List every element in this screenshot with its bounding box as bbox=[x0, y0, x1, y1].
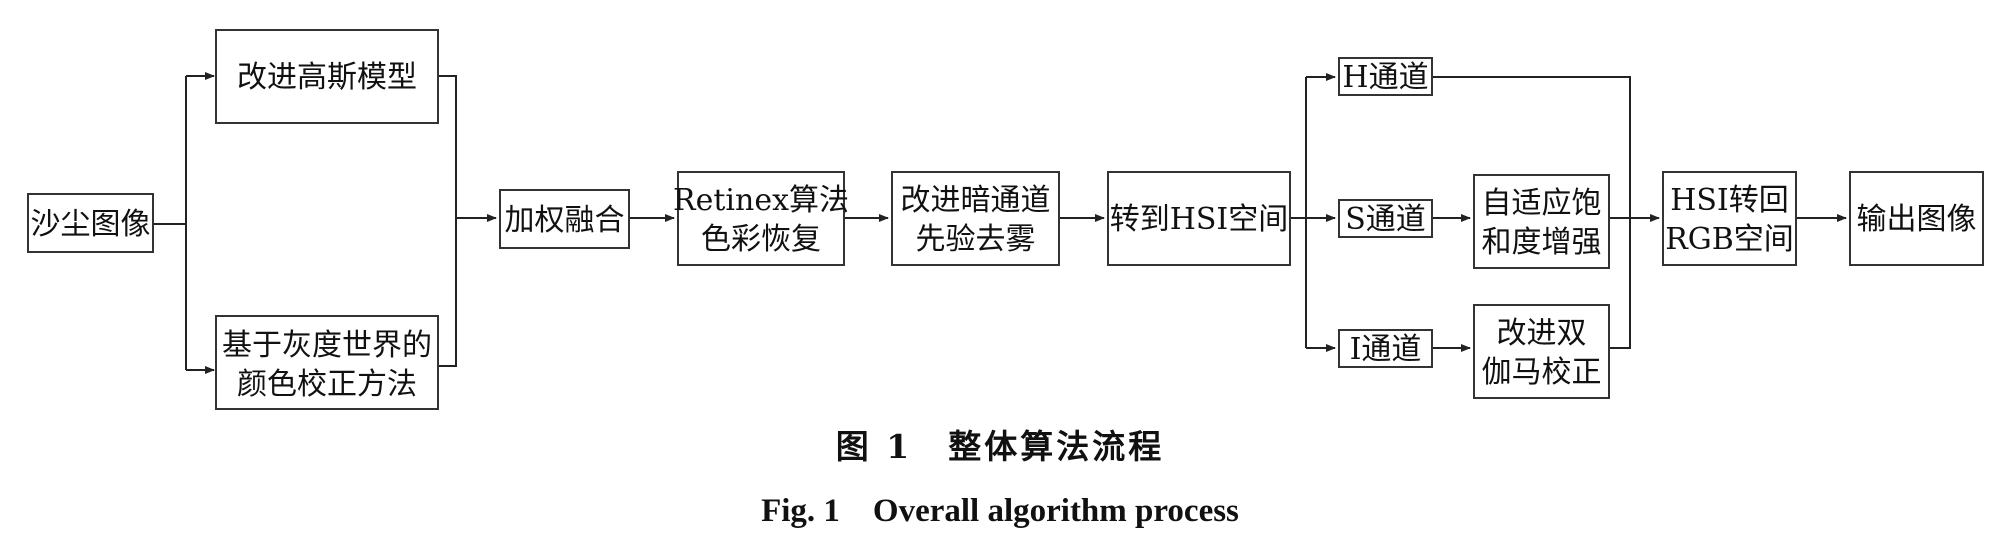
node-label: 沙尘图像 bbox=[31, 207, 151, 242]
node-to-hsi: 转到HSI空间 bbox=[1107, 171, 1291, 266]
node-label: 加权融合 bbox=[505, 203, 625, 238]
node-label-line-1: Retinex算法 bbox=[673, 183, 849, 218]
node-hsi-to-rgb: HSI转回 RGB空间 bbox=[1662, 171, 1797, 266]
connector-group bbox=[153, 72, 1847, 374]
figure-caption-chinese: 图 1 整体算法流程 bbox=[836, 427, 1164, 466]
figure-caption-english: Fig. 1 Overall algorithm process bbox=[761, 493, 1239, 529]
node-s-channel: S通道 bbox=[1338, 199, 1433, 238]
node-output-image: 输出图像 bbox=[1849, 171, 1984, 266]
node-label: H通道 bbox=[1342, 60, 1428, 95]
node-label-line-2: 色彩恢复 bbox=[701, 222, 821, 257]
node-dust-image: 沙尘图像 bbox=[27, 193, 154, 253]
node-label: 改进高斯模型 bbox=[237, 60, 417, 95]
node-label: S通道 bbox=[1345, 202, 1426, 237]
node-weighted-fusion: 加权融合 bbox=[499, 189, 630, 249]
node-adaptive-saturation: 自适应饱 和度增强 bbox=[1473, 174, 1610, 269]
edge-hsi-split bbox=[1290, 77, 1307, 348]
node-label: 输出图像 bbox=[1857, 202, 1977, 237]
node-label-line-2: RGB空间 bbox=[1665, 222, 1794, 257]
node-label-line-1: 改进暗通道 bbox=[901, 183, 1051, 218]
node-label-line-1: HSI转回 bbox=[1670, 183, 1789, 218]
node-dark-channel: 改进暗通道 先验去雾 bbox=[891, 171, 1060, 266]
node-label-line-2: 先验去雾 bbox=[916, 222, 1036, 257]
edge-merge-to-fusion bbox=[438, 75, 496, 367]
node-double-gamma: 改进双 伽马校正 bbox=[1473, 304, 1610, 399]
node-label-line-2: 和度增强 bbox=[1482, 225, 1602, 260]
edge-dust-branch bbox=[153, 76, 187, 370]
edge-merge-to-rgb bbox=[1432, 76, 1659, 349]
node-label: 转到HSI空间 bbox=[1110, 202, 1289, 237]
node-improved-gaussian: 改进高斯模型 bbox=[215, 29, 439, 124]
node-label-line-1: 改进双 bbox=[1497, 316, 1587, 351]
node-group: 沙尘图像 改进高斯模型 基于灰度世界的 颜色校正方法 加权融合 Retinex算… bbox=[27, 29, 1984, 410]
node-label-line-2: 颜色校正方法 bbox=[237, 367, 417, 402]
node-label-line-1: 基于灰度世界的 bbox=[222, 328, 432, 363]
node-label-line-1: 自适应饱 bbox=[1482, 186, 1602, 221]
node-retinex: Retinex算法 色彩恢复 bbox=[673, 171, 849, 266]
node-h-channel: H通道 bbox=[1338, 57, 1433, 96]
node-i-channel: I通道 bbox=[1338, 329, 1433, 368]
node-label-line-2: 伽马校正 bbox=[1482, 355, 1602, 390]
node-gray-world: 基于灰度世界的 颜色校正方法 bbox=[215, 315, 439, 410]
node-label: I通道 bbox=[1350, 332, 1422, 367]
